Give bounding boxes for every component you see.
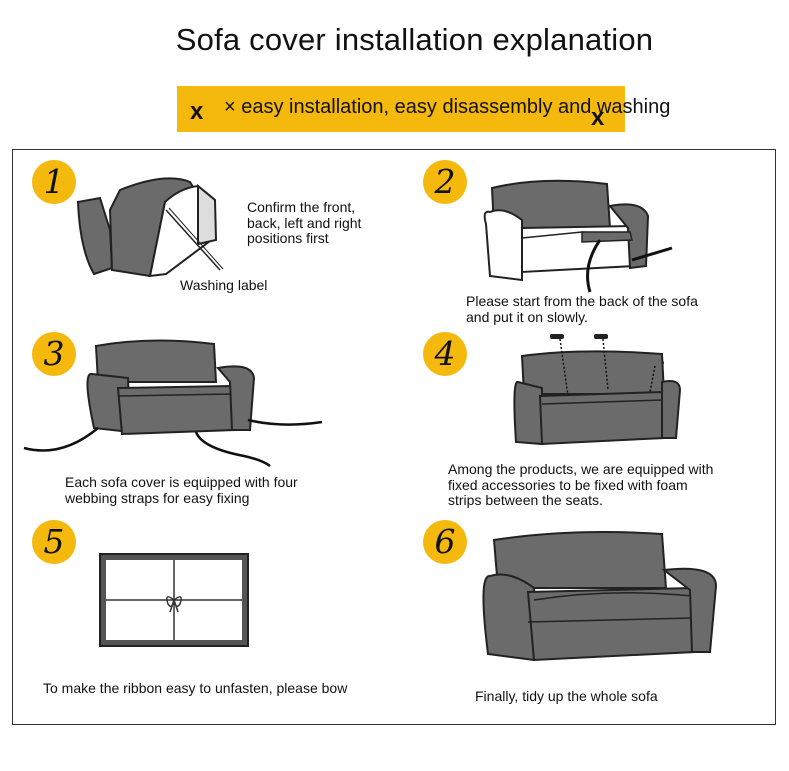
step-4-badge: 4 bbox=[423, 332, 467, 376]
banner-mark-right: x bbox=[591, 104, 605, 131]
step-5-caption: To make the ribbon easy to unfasten, ple… bbox=[43, 680, 348, 696]
step-3-caption: Each sofa cover is equipped with four we… bbox=[65, 474, 298, 506]
page-title: Sofa cover installation explanation bbox=[175, 22, 654, 57]
step-3-sofa-illustration bbox=[23, 339, 323, 468]
feature-banner bbox=[177, 86, 625, 132]
step-5-ribbon-illustration bbox=[99, 553, 249, 647]
step-2-badge: 2 bbox=[423, 160, 467, 204]
instruction-panel bbox=[12, 149, 776, 725]
step-4-caption: Among the products, we are equipped with… bbox=[448, 461, 714, 508]
step-6-badge: 6 bbox=[423, 520, 467, 564]
step-3-badge: 3 bbox=[32, 332, 76, 376]
step-6-sofa-illustration bbox=[482, 531, 718, 662]
step-1-sofa-illustration bbox=[76, 177, 224, 278]
step-6-caption: Finally, tidy up the whole sofa bbox=[475, 688, 658, 704]
step-1-caption: Confirm the front, back, left and right … bbox=[247, 199, 362, 246]
step-2-sofa-illustration bbox=[483, 179, 673, 293]
step-4-sofa-illustration bbox=[513, 334, 682, 446]
step-2-caption: Please start from the back of the sofa a… bbox=[466, 293, 698, 325]
fixing-clip-1 bbox=[550, 334, 564, 339]
washing-label-text: Washing label bbox=[180, 277, 268, 293]
banner-mark-left: x bbox=[190, 98, 204, 125]
fixing-clip-2 bbox=[594, 334, 608, 339]
bow-knot bbox=[166, 596, 182, 613]
step-1-badge: 1 bbox=[32, 160, 76, 204]
step-5-badge: 5 bbox=[32, 520, 76, 564]
banner-text: × easy installation, easy disassembly an… bbox=[224, 96, 671, 118]
